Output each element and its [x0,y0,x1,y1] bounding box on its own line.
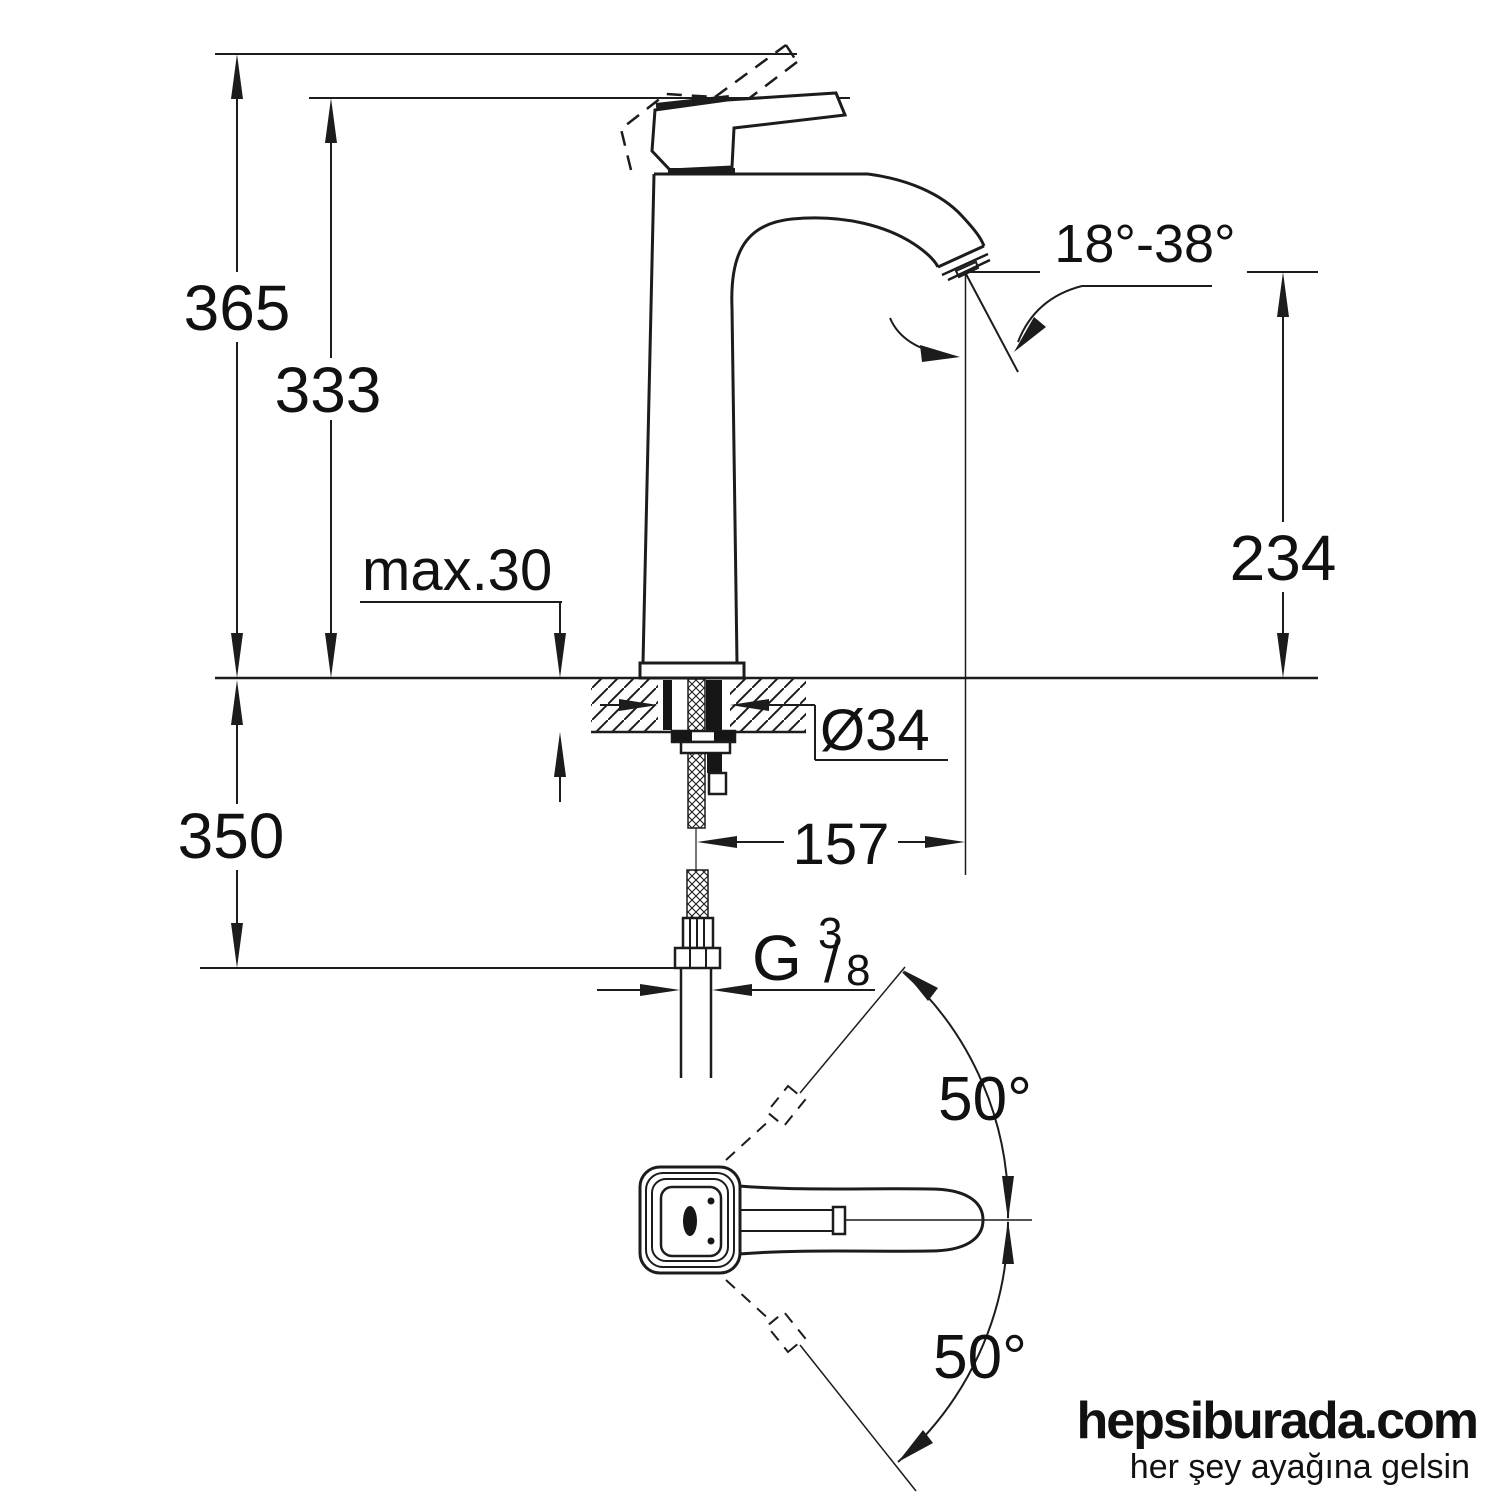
watermark-slogan: her şey ayağına gelsin [1130,1448,1470,1486]
faucet-handle-front [650,91,848,174]
dimension-350: 350 [178,680,678,969]
dimension-365: 365 [184,53,797,678]
dim-234-label: 234 [1230,522,1337,594]
dim-dia34-label: Ø34 [820,698,930,763]
dimension-333: 333 [275,97,850,678]
thread-denominator: 8 [846,946,870,995]
dim-max30-label: max.30 [362,538,552,603]
dim-50-bottom-label: 50° [933,1323,1027,1392]
dimension-157: 157 [697,812,965,877]
thread-g-label: G [752,922,802,994]
dim-50-top-label: 50° [938,1065,1032,1134]
dim-angle-label: 18°-38° [1054,214,1235,274]
dimension-thread-g38: G 3 / 8 [597,909,875,996]
dimension-angle-range: 18°-38° [889,214,1318,875]
dimension-swivel-50-top: 50° [902,970,1032,1220]
dimension-swivel-50-bottom: 50° [897,1220,1027,1463]
faucet-front-view [619,43,991,680]
thread-numerator: 3 [818,909,842,958]
dim-350-label: 350 [178,800,285,872]
dim-333-label: 333 [275,354,382,426]
supply-hose [663,678,737,1078]
dim-157-label: 157 [793,812,890,877]
thread-slash: / [824,930,841,995]
dimension-max30: max.30 [360,538,566,802]
faucet-spout [638,172,991,680]
handle-top-view: 50° 50° [638,966,1032,1492]
watermark-brand: hepsiburada.com [1076,1392,1477,1450]
dimension-dia34: Ø34 [600,698,948,763]
handle-logo-mark [683,1206,697,1236]
dim-365-label: 365 [184,272,291,344]
dimension-234: 234 [1230,272,1337,678]
swing-dashed-positions [725,966,917,1492]
watermark: hepsiburada.com her şey ayağına gelsin [1076,1392,1479,1486]
handle-head-plan [638,1165,742,1275]
